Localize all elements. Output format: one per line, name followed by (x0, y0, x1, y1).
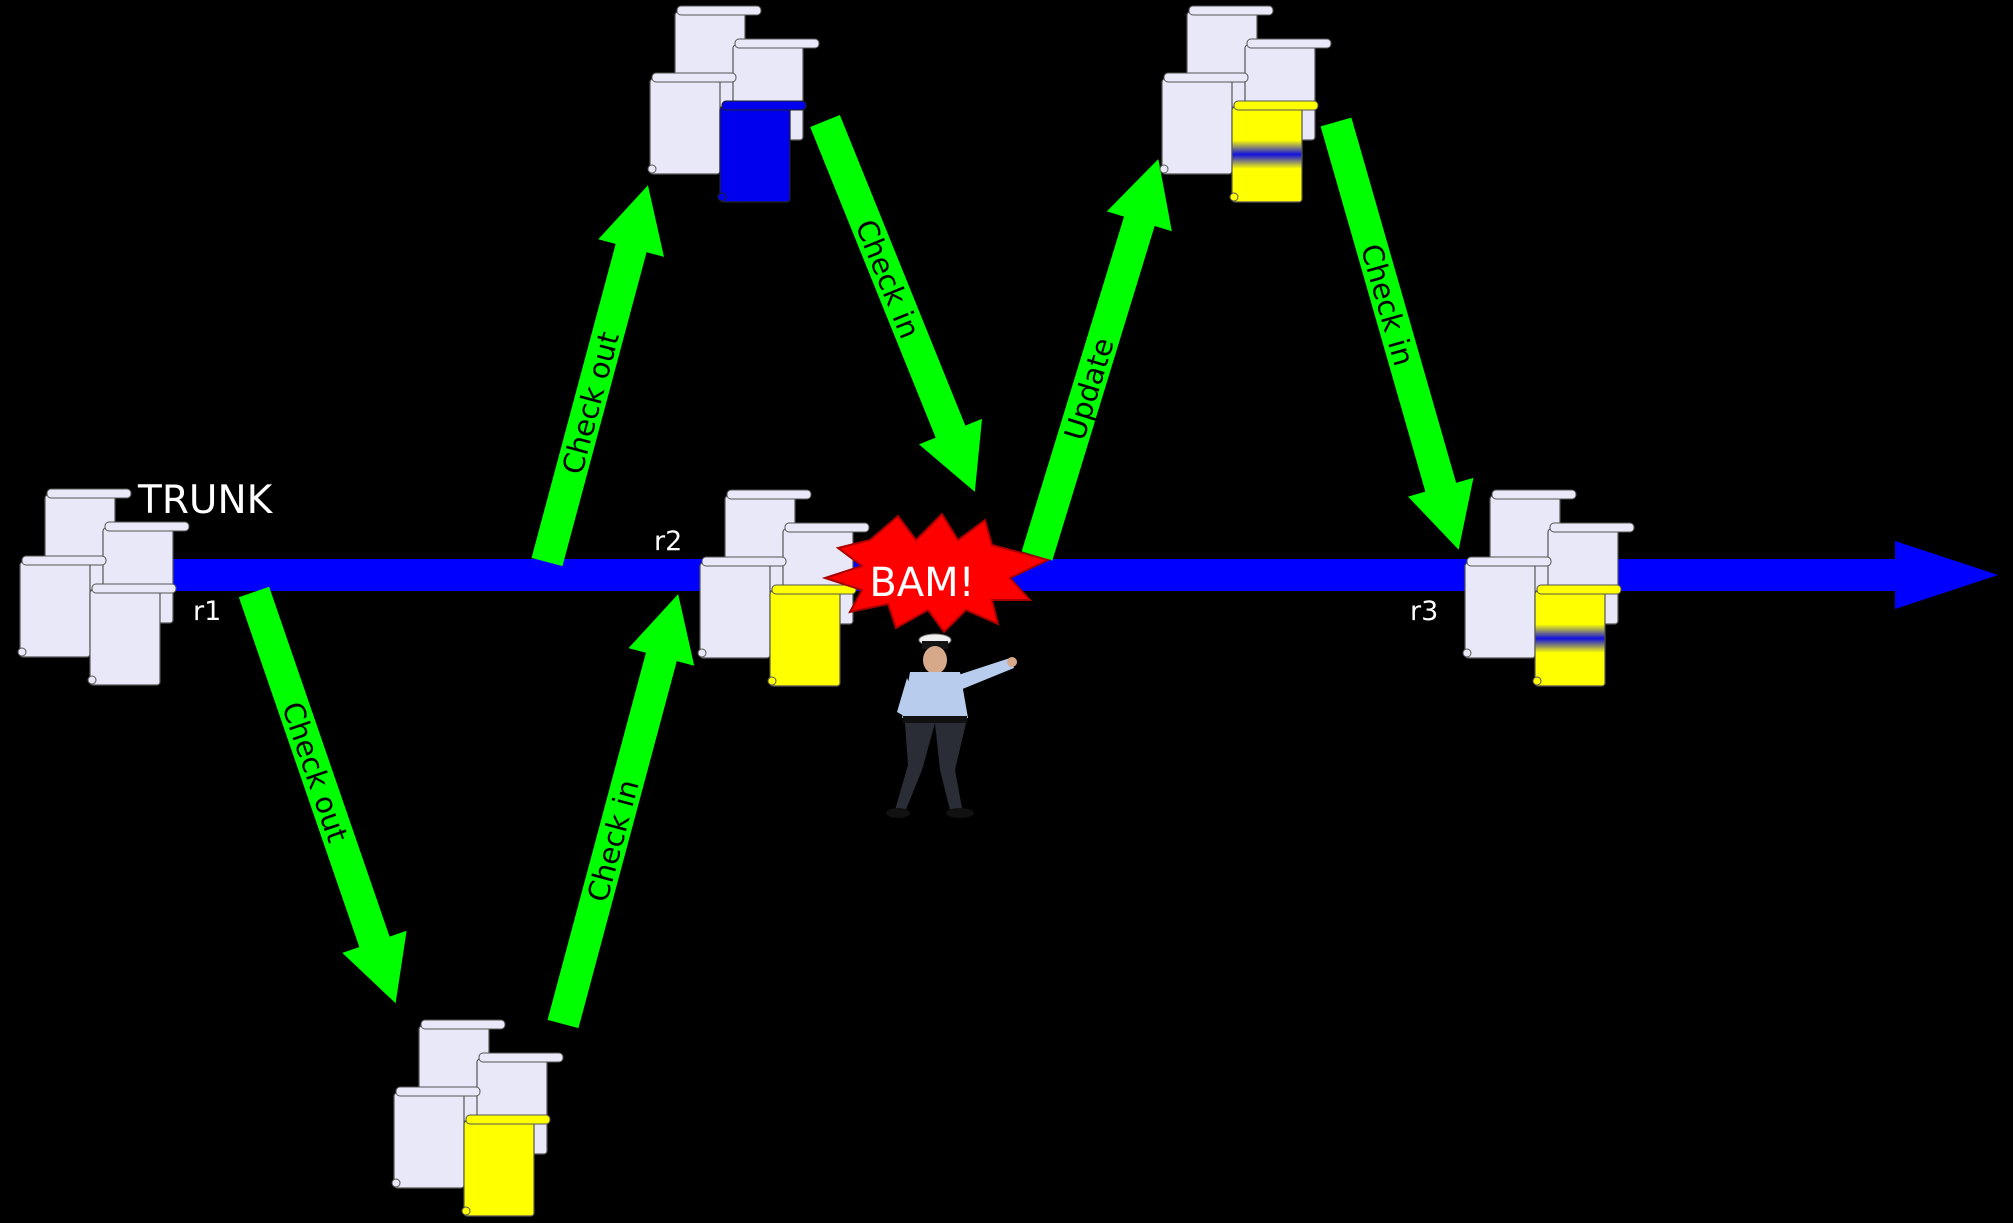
revision-label-r1: r1 (193, 596, 221, 627)
arrow-label-check-in-down: Check in (849, 215, 927, 344)
police-officer-icon (886, 633, 1017, 818)
arrow-label-check-in-final: Check in (1354, 240, 1421, 369)
trunk-label: TRUNK (137, 478, 274, 523)
arrow-update: Update (1021, 159, 1172, 561)
revision-label-r2: r2 (654, 526, 682, 557)
arrow-label-check-out-down: Check out (275, 697, 355, 846)
arrow-label-update: Update (1058, 334, 1121, 444)
document-stack-icon (1159, 5, 1332, 203)
arrow-check-in-down: Check in (810, 115, 983, 492)
arrow-label-check-out-up: Check out (555, 328, 626, 478)
document-stack-icon (1462, 489, 1635, 687)
arrow-check-in-up: Check in (547, 594, 695, 1029)
document-stack-icon (647, 5, 820, 203)
arrow-check-out-down: Check out (238, 586, 407, 1004)
document-stack-icon (697, 489, 870, 687)
arrow-check-in-final: Check in (1320, 117, 1474, 550)
arrow-label-check-in-up: Check in (581, 776, 646, 905)
conflict-label: BAM! (869, 560, 974, 606)
trunk-arrow (160, 541, 1998, 609)
document-stack-icon (391, 1019, 564, 1217)
burst-icon: BAM! (821, 512, 1051, 634)
revision-label-r3: r3 (1410, 596, 1438, 627)
arrow-check-out-up: Check out (531, 185, 664, 567)
